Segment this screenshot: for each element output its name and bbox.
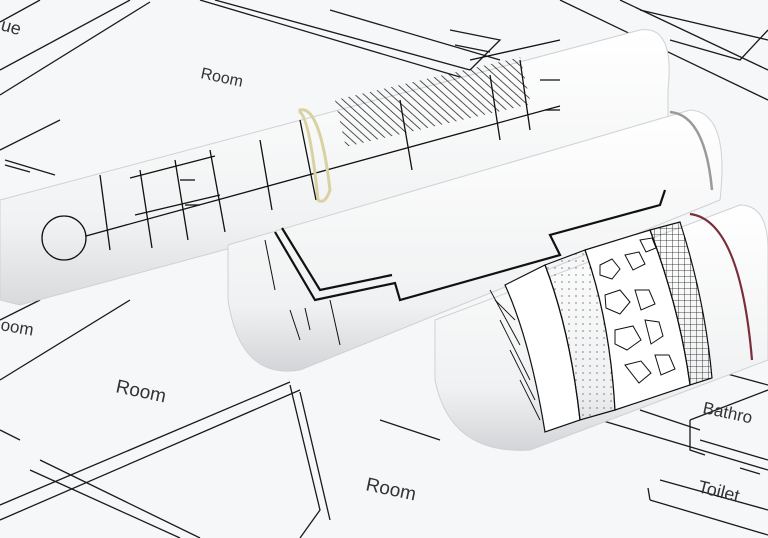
- label-toilet: Toilet: [696, 476, 742, 506]
- label-room-middle-left: Room: [114, 376, 168, 407]
- stone-pattern: [599, 237, 676, 384]
- rubber-band-red: [689, 212, 754, 361]
- label-room-top: Room: [199, 65, 244, 91]
- label-top-left-partial: ue: [0, 15, 23, 40]
- label-room-bottom: Room: [364, 474, 418, 505]
- rubber-band-yellow: [298, 108, 332, 203]
- label-bathroom-partial: Bathro: [701, 398, 754, 427]
- rubber-band-grey: [669, 110, 714, 191]
- rolled-blueprint-1: [0, 29, 670, 306]
- label-room-left-partial: oom: [0, 315, 35, 339]
- rolled-blueprint-3: [434, 204, 768, 451]
- rolled-blueprint-2: [227, 109, 723, 372]
